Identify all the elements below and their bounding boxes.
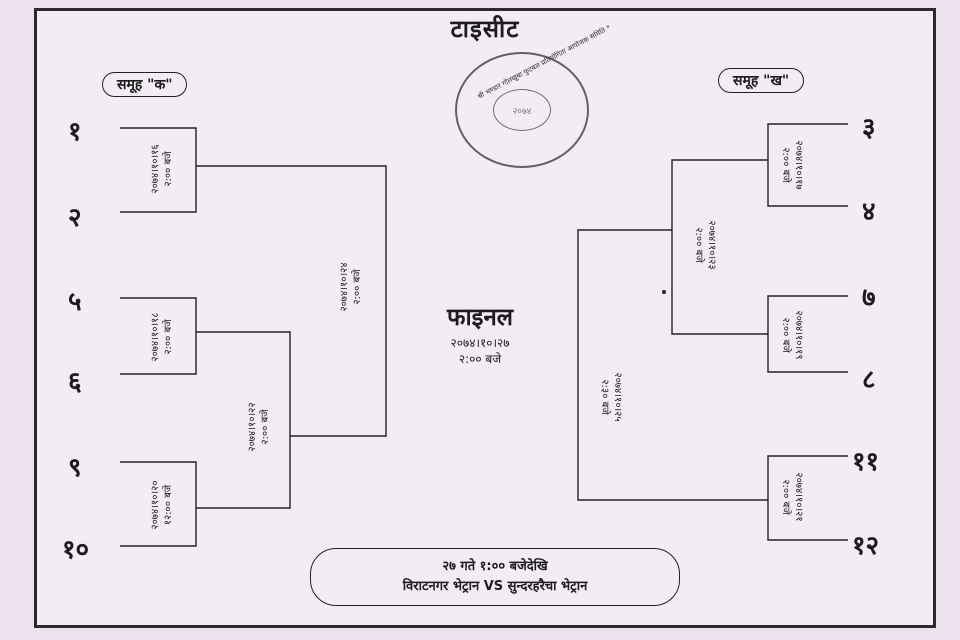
- bracket-right-m1: [767, 123, 848, 207]
- seed-right-1: ३: [862, 113, 876, 143]
- bracket-left-m2: [120, 297, 197, 375]
- bracket-right-m3: [767, 455, 848, 541]
- seed-right-5: ११: [852, 447, 880, 477]
- seed-left-6: १०: [62, 535, 90, 565]
- final-title: फाइनल: [446, 303, 514, 331]
- seed-right-6: १२: [852, 531, 880, 561]
- group-a-tag: समूह "क": [102, 72, 188, 97]
- exhibition-teams: विराटनगर भेट्रान VS सुन्दरहरैचा भेट्रान: [402, 579, 588, 594]
- seed-left-1: १: [68, 117, 82, 147]
- exhibition-match-note: २७ गते १:०० बजेदेखि विराटनगर भेट्रान VS …: [310, 548, 680, 606]
- bracket-left-semi-inner: [196, 331, 291, 509]
- bracket-left-semi-outer: [196, 165, 387, 437]
- match-right-semi-outer-info: २०७४।१०।२५ २:३० बजे: [599, 372, 623, 422]
- match-right-2-info: २०७४।१०।१९ २:०० बजे: [780, 310, 804, 360]
- match-right-3-info: २०७४।१०।२१ २:०० बजे: [780, 472, 804, 522]
- match-right-semi-inner-info: २०७४।१०।२३ २:०० बजे: [693, 220, 717, 270]
- bracket-left-m3: [120, 461, 197, 547]
- match-left-2-info: २०७४।१०।१८ २:०० बजे: [150, 312, 174, 362]
- match-left-semi-outer-info: २०७४।१०।२४ २:०० बजे: [339, 262, 363, 312]
- exhibition-time: २७ गते १:०० बजेदेखि: [442, 559, 548, 574]
- match-right-1-info: २०७४।१०।१७ २:०० बजे: [780, 140, 804, 190]
- bracket-right-semi-inner: [671, 159, 768, 335]
- final-date: २०७४।१०।२७: [450, 336, 510, 350]
- match-left-3-info: २०७४।१०।२० १२:०० बजे: [150, 480, 174, 530]
- seed-right-3: ७: [862, 283, 876, 313]
- seed-left-4: ६: [68, 367, 82, 397]
- final-time: २:०० बजे: [458, 352, 502, 366]
- seed-right-2: ४: [862, 197, 876, 227]
- seed-right-4: ८: [862, 365, 876, 395]
- seal-center: २०७४: [493, 89, 551, 131]
- group-b-tag: समूह "ख": [718, 68, 805, 93]
- seed-left-3: ५: [68, 287, 82, 317]
- bracket-left-m1: [120, 127, 197, 213]
- sheet-title: टाइसीट: [450, 15, 520, 43]
- seed-left-2: २: [68, 203, 82, 233]
- match-left-1-info: २०७४।१०।१६ २:०० बजे: [150, 144, 174, 194]
- organizer-seal: २०७४: [455, 52, 589, 168]
- seed-left-5: ९: [68, 453, 82, 483]
- match-left-semi-inner-info: २०७४।१०।२२ २:०० बजे: [247, 402, 271, 452]
- bracket-right-semi-outer: [577, 229, 768, 501]
